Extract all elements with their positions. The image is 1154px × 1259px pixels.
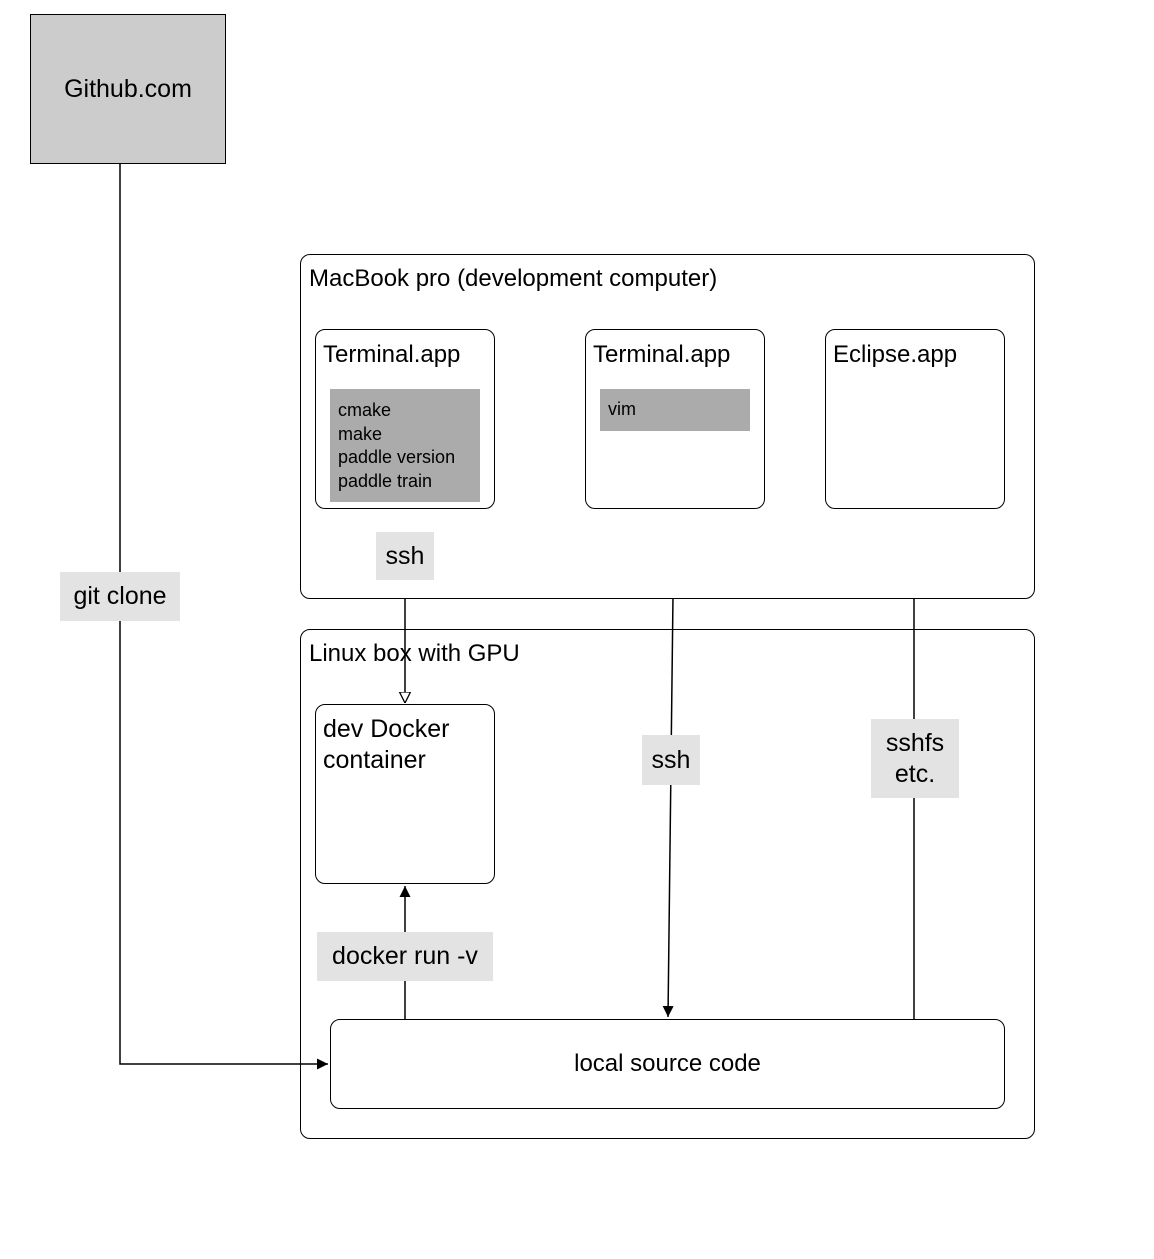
command-line: paddle train — [338, 470, 433, 491]
command-line: paddle version — [338, 447, 456, 467]
linux-box-title: Linux box with GPU — [309, 640, 520, 667]
docker-title-line-1: dev Docker — [323, 715, 450, 743]
linux-box-container — [300, 629, 1035, 1139]
sshfs-label-line-2: etc. — [894, 759, 936, 788]
command-line: vim — [608, 399, 636, 419]
terminal-app-1-title: Terminal.app — [323, 341, 461, 368]
local-source-code-node: local source code — [330, 1019, 1005, 1109]
macbook-title: MacBook pro (development computer) — [309, 265, 718, 292]
local-source-code-label: local source code — [574, 1050, 761, 1077]
eclipse-app-node — [825, 329, 1005, 509]
command-line: make — [338, 423, 383, 444]
sshfs-label-line-1: sshfs — [885, 728, 945, 757]
terminal-app-1-commands: cmake make paddle version paddle train — [330, 389, 480, 502]
docker-run-label: docker run -v — [317, 932, 493, 981]
ssh-docker-label: ssh — [376, 532, 434, 580]
docker-title-line-2: container — [323, 746, 426, 774]
git-clone-connector — [119, 164, 328, 1070]
github-label: Github.com — [64, 74, 192, 103]
eclipse-app-title: Eclipse.app — [833, 341, 958, 368]
docker-container-node — [315, 704, 495, 884]
git-clone-label: git clone — [60, 572, 180, 621]
terminal-app-2-commands: vim — [600, 389, 750, 431]
terminal-app-2-title: Terminal.app — [593, 341, 731, 368]
ssh-vim-label: ssh — [642, 735, 700, 785]
github-node: Github.com — [30, 14, 226, 164]
command-line: cmake — [338, 400, 392, 420]
sshfs-label: sshfs etc. — [871, 719, 959, 798]
